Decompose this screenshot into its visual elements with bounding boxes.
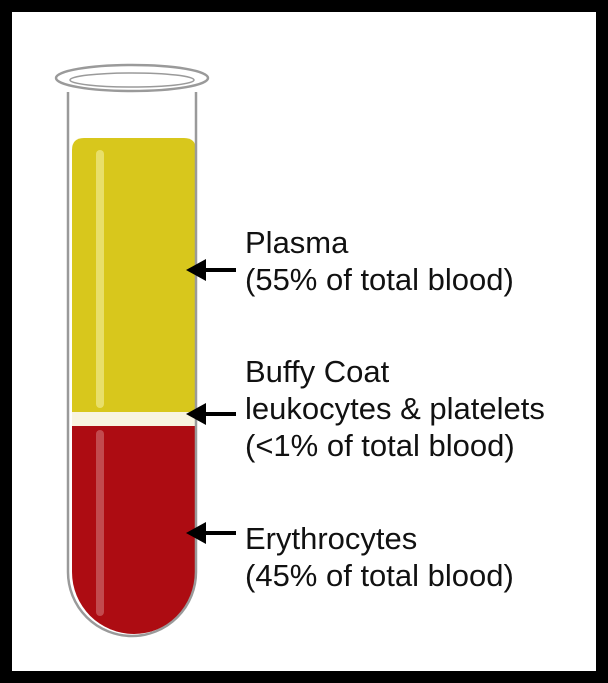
buffy-coat-label-contents: leukocytes & platelets [245,390,545,427]
plasma-label: Plasma (55% of total blood) [245,224,514,298]
erythrocytes-label: Erythrocytes (45% of total blood) [245,520,514,594]
erythrocytes-highlight [96,430,104,616]
erythrocytes-layer [72,426,196,634]
buffy-coat-label-name: Buffy Coat [245,353,545,390]
plasma-layer [72,138,196,412]
erythrocytes-label-percent: (45% of total blood) [245,557,514,594]
plasma-label-name: Plasma [245,224,514,261]
plasma-highlight [96,150,104,408]
erythrocytes-label-name: Erythrocytes [245,520,514,557]
plasma-label-percent: (55% of total blood) [245,261,514,298]
buffy-coat-label: Buffy Coat leukocytes & platelets (<1% o… [245,353,545,464]
buffy-coat-label-percent: (<1% of total blood) [245,427,545,464]
buffy-coat-layer [72,412,196,426]
